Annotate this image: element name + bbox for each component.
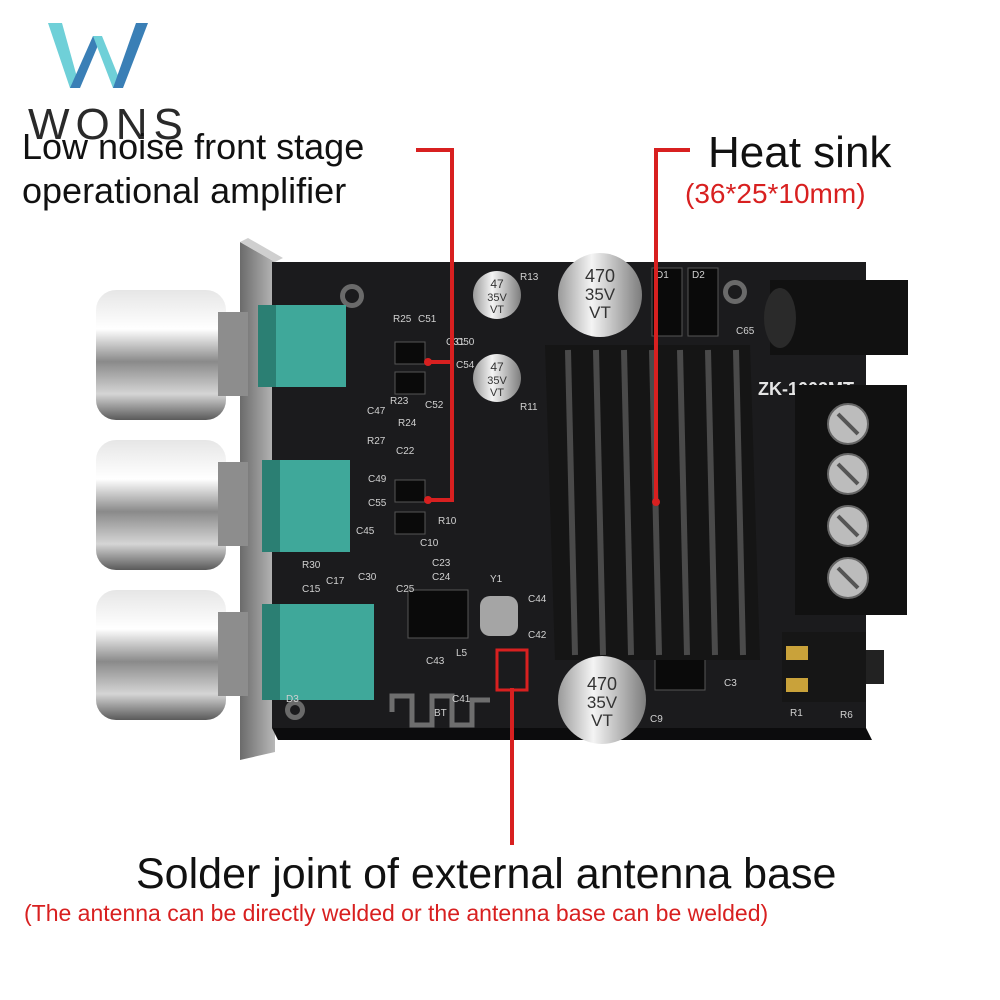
label-r24: R24 xyxy=(398,418,417,429)
label-c9: C9 xyxy=(650,714,663,725)
volume-knob-top xyxy=(96,290,248,420)
volume-knob-middle xyxy=(96,440,248,570)
label-c49: C49 xyxy=(368,474,387,485)
brand-wordmark: WONS xyxy=(28,100,189,149)
op-amp-annotation-line2: operational amplifier xyxy=(22,170,347,211)
label-c54: C54 xyxy=(456,360,475,371)
label-c45: C45 xyxy=(356,526,375,537)
label-r10: R10 xyxy=(438,516,457,527)
label-d1: D1 xyxy=(656,270,669,281)
label-r11: R11 xyxy=(520,402,538,413)
label-y1: Y1 xyxy=(490,574,503,585)
bluetooth-antenna-trace xyxy=(389,693,490,728)
label-c52: C52 xyxy=(425,400,444,411)
cap3-voltage: 35V xyxy=(585,285,616,304)
op-amp-annotation: Low noise front stage operational amplif… xyxy=(22,125,364,213)
label-c42: C42 xyxy=(528,630,547,641)
label-c50: C50 xyxy=(456,337,475,348)
label-r30: R30 xyxy=(302,560,321,571)
cap3-value: 470 xyxy=(585,266,615,286)
label-r1: R1 xyxy=(790,708,803,719)
cap1-voltage: 35V xyxy=(487,292,507,304)
label-c25: C25 xyxy=(396,584,415,595)
label-c31: C31 xyxy=(446,337,465,348)
cap2-voltage: 35V xyxy=(487,375,507,387)
potentiometer-bottom xyxy=(262,604,374,700)
crystal-oscillator xyxy=(480,596,518,636)
cap1-value: 47 xyxy=(490,277,504,291)
label-c23: C23 xyxy=(432,558,451,569)
cap2-series: VT xyxy=(490,387,504,399)
label-d3: D3 xyxy=(286,694,299,705)
label-c17: C17 xyxy=(326,576,345,587)
heat-sink-dimensions: (36*25*10mm) xyxy=(685,178,866,209)
label-c15: C15 xyxy=(302,584,321,595)
label-r6: R6 xyxy=(840,710,853,721)
cap3-series: VT xyxy=(589,303,611,322)
brand-logo-mark xyxy=(48,23,148,88)
cap2-value: 47 xyxy=(490,360,504,374)
op-amp-pointer-upper xyxy=(424,358,432,366)
label-r27: R27 xyxy=(367,436,386,447)
label-c65: C65 xyxy=(736,326,755,337)
capacitor-47uf-1 xyxy=(473,271,521,319)
antenna-note: (The antenna can be directly welded or t… xyxy=(24,900,769,926)
heat-sink-pointer xyxy=(652,498,660,506)
heat-sink-leader xyxy=(654,148,690,502)
potentiometer-top xyxy=(258,305,346,387)
speaker-terminal-block xyxy=(795,385,907,615)
label-c51: C51 xyxy=(418,314,437,325)
label-d2: D2 xyxy=(692,270,705,281)
label-c55: C55 xyxy=(368,498,387,509)
op-amp-pointer-lower xyxy=(424,496,432,504)
label-bt: BT xyxy=(434,708,447,719)
antenna-title: Solder joint of external antenna base xyxy=(136,850,837,898)
heat-sink-title: Heat sink xyxy=(708,128,892,177)
label-c30: C30 xyxy=(358,572,377,583)
brand-logo: WONS xyxy=(28,18,188,149)
capacitor-470uf-1 xyxy=(558,253,642,337)
label-c3: C3 xyxy=(724,678,737,689)
label-c43: C43 xyxy=(426,656,445,667)
cap4-value: 470 xyxy=(587,674,617,694)
leader-lines xyxy=(416,148,690,845)
capacitor-47uf-2 xyxy=(473,354,521,402)
potentiometer-middle xyxy=(262,460,350,552)
label-r13: R13 xyxy=(520,272,539,283)
cap4-series: VT xyxy=(591,711,613,730)
audio-input-jack xyxy=(782,632,884,702)
capacitor-470uf-2 xyxy=(558,656,646,744)
label-c22: C22 xyxy=(396,446,415,457)
label-l5: L5 xyxy=(456,648,468,659)
label-c41: C41 xyxy=(452,694,471,705)
op-amp-leader-upper xyxy=(416,148,454,364)
volume-knob-bottom xyxy=(96,590,248,720)
label-r23: R23 xyxy=(390,396,409,407)
label-c47: C47 xyxy=(367,406,386,417)
op-amp-annotation-line1: Low noise front stage xyxy=(22,126,365,167)
label-c44: C44 xyxy=(528,594,547,605)
label-c24: C24 xyxy=(432,572,451,583)
cap1-series: VT xyxy=(490,304,504,316)
label-r25: R25 xyxy=(393,314,412,325)
op-amp-leader-lower xyxy=(428,362,454,502)
label-c10: C10 xyxy=(420,538,439,549)
cap4-voltage: 35V xyxy=(587,693,618,712)
dc-power-jack xyxy=(764,280,908,355)
